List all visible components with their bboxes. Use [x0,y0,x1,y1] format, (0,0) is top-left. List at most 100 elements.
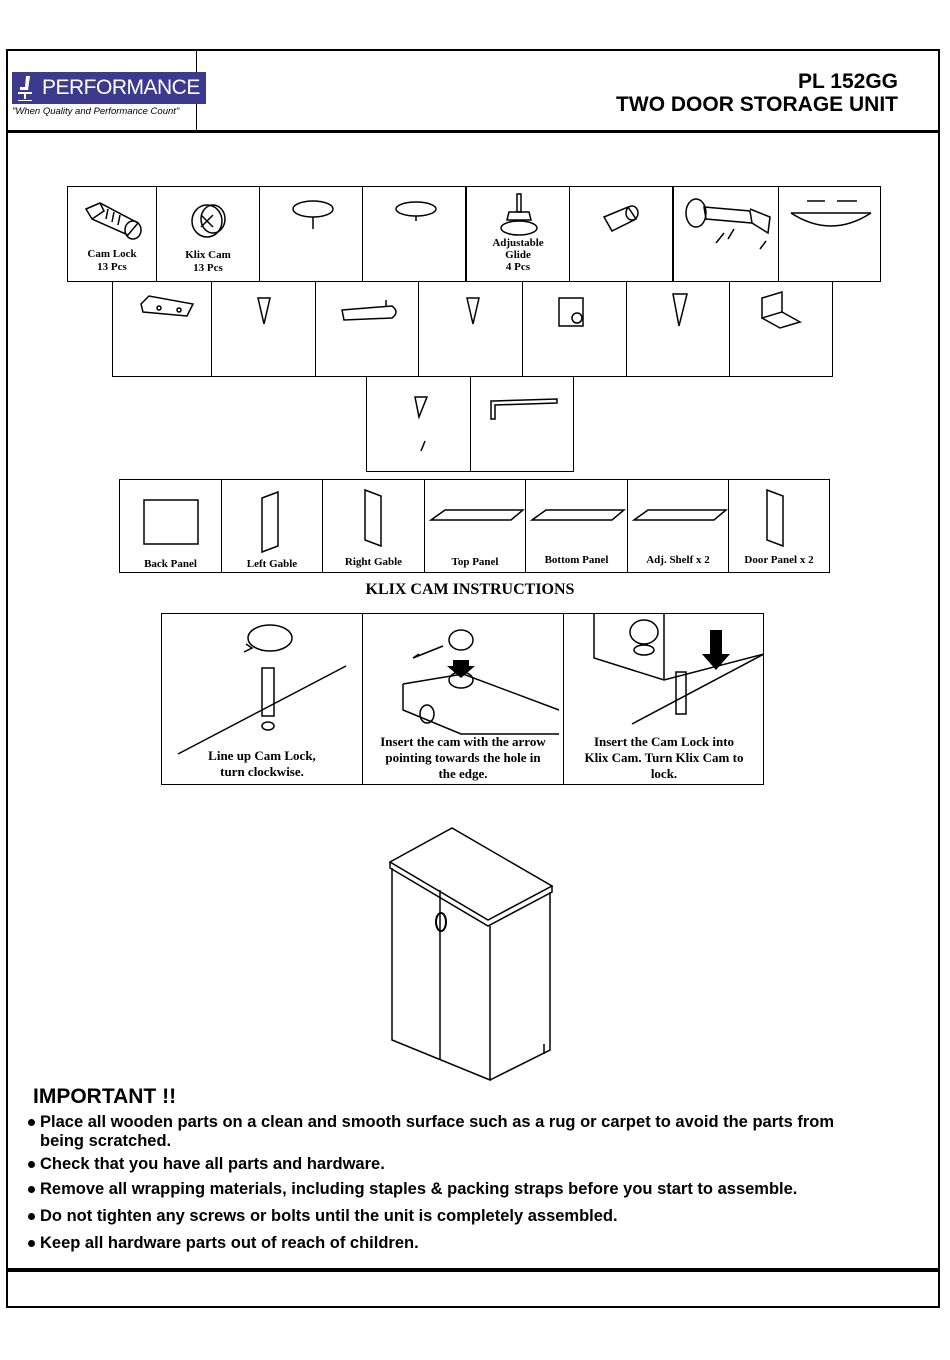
product-title: TWO DOOR STORAGE UNIT [616,93,898,116]
hardware-cam-lock: Cam Lock 13 Pcs [67,186,157,282]
hardware-handle [778,186,881,282]
step-1-line-1: Line up Cam Lock, [208,748,316,763]
screw-icon [257,297,271,325]
bracket-icon [140,295,195,317]
important-heading: IMPORTANT !! [33,1085,177,1108]
flat-panel-icon [632,509,728,521]
cap-icon [292,200,334,229]
step-2-line-2: pointing towards the hole in [385,750,541,765]
cam-lock-icon [84,202,142,240]
klix-step-2: Insert the cam with the arrow pointing t… [363,614,564,784]
dowel-icon [602,205,639,232]
chair-logo-icon [12,72,38,104]
flat-panel-icon [429,509,525,521]
glide-icon [500,193,538,236]
panel-label: Bottom Panel [544,554,609,566]
hardware-bracket [112,281,212,377]
note-2: Check that you have all parts and hardwa… [28,1155,918,1174]
step-3-line-3: lock. [650,766,678,781]
brand-tagline: "When Quality and Performance Count" [12,106,180,117]
cam-lock-qty: 13 Pcs [97,261,127,273]
screw-icon [414,396,429,452]
note-2-text: Check that you have all parts and hardwa… [40,1155,385,1174]
panel-right-gable: Right Gable [322,479,425,573]
glide-label-1: Adjustable [492,237,544,249]
note-3: Remove all wrapping materials, including… [28,1180,918,1199]
panel-label: Top Panel [451,556,499,568]
hardware-dowel [569,186,673,282]
panel-label: Left Gable [246,558,298,570]
step-1-illustration [177,624,347,755]
panel-adj-shelf: Adj. Shelf x 2 [627,479,729,573]
note-5: Keep all hardware parts out of reach of … [28,1234,918,1253]
step-3-illustration [593,614,764,725]
hardware-corner-bracket [729,281,833,377]
corner-bracket-icon [761,290,802,329]
glide-label-2: Glide [505,249,531,261]
panel-bottom: Bottom Panel [525,479,628,573]
brand-logo: PERFORMANCE [38,72,206,104]
flat-panel-icon [530,509,626,521]
panel-top: Top Panel [424,479,526,573]
footer-divider [6,1268,940,1272]
hardware-screw-1 [211,281,316,377]
handle-icon [790,200,872,227]
panel-left-gable: Left Gable [221,479,323,573]
screw-icon [672,293,688,327]
bullet-icon [28,1240,35,1248]
hardware-hinge [673,186,779,282]
note-5-text: Keep all hardware parts out of reach of … [40,1234,419,1253]
step-2-line-3: the edge. [438,766,488,781]
hardware-adjustable-glide: Adjustable Glide 4 Pcs [466,186,570,282]
hardware-screw-2 [418,281,523,377]
shelf-support-icon [341,300,397,321]
hardware-small-screw [366,376,471,472]
step-3-line-2: Klix Cam. Turn Klix Cam to [584,750,744,765]
hardware-cap-2 [362,186,466,282]
cap-icon [395,201,437,221]
note-4: Do not tighten any screws or bolts until… [28,1207,918,1226]
panel-back: Back Panel [119,479,222,573]
note-1-cont: being scratched. [40,1132,930,1151]
step-3-line-1: Insert the Cam Lock into [593,734,735,749]
bullet-icon [28,1161,35,1169]
page-frame [6,49,940,1308]
header-divider [6,130,940,133]
door-panel-icon [766,488,784,548]
panel-door: Door Panel x 2 [728,479,830,573]
hardware-screw-3 [626,281,730,377]
klix-cam-qty: 13 Pcs [193,262,223,274]
klix-cam-title: KLIX CAM INSTRUCTIONS [365,581,575,598]
hardware-allen-key [470,376,574,472]
hardware-klix-cam: Klix Cam 13 Pcs [156,186,260,282]
gable-icon [261,490,279,554]
hardware-shelf-support [315,281,419,377]
step-2-line-1: Insert the cam with the arrow [380,734,546,749]
panel-label: Right Gable [344,556,403,568]
hardware-shelf-pin-cap [259,186,363,282]
klix-cam-icon [191,204,226,238]
gable-icon [364,488,382,548]
note-3-text: Remove all wrapping materials, including… [40,1180,798,1199]
step-1-line-2: turn clockwise. [220,764,304,779]
cam-lock-label: Cam Lock [87,248,137,260]
klix-step-1: Line up Cam Lock, turn clockwise. [162,614,363,784]
model-number: PL 152GG [798,70,898,93]
hardware-mount-plate [522,281,627,377]
storage-unit-illustration [388,827,554,1082]
note-1-line-1: Place all wooden parts on a clean and sm… [40,1113,835,1132]
note-1-line-2: being scratched. [40,1132,172,1151]
panel-label: Door Panel x 2 [744,554,814,566]
klix-cam-instructions: Line up Cam Lock, turn clockwise. Insert… [161,613,764,785]
bullet-icon [28,1186,35,1194]
note-4-text: Do not tighten any screws or bolts until… [40,1207,618,1226]
note-1: Place all wooden parts on a clean and sm… [28,1113,918,1132]
bullet-icon [28,1119,35,1127]
back-panel-icon [143,499,199,545]
panel-label: Back Panel [144,558,197,570]
bullet-icon [28,1213,35,1221]
hinge-icon [685,198,771,250]
allen-key-icon [490,398,558,420]
panel-label: Adj. Shelf x 2 [646,554,710,566]
klix-step-3: Insert the Cam Lock into Klix Cam. Turn … [564,614,764,784]
